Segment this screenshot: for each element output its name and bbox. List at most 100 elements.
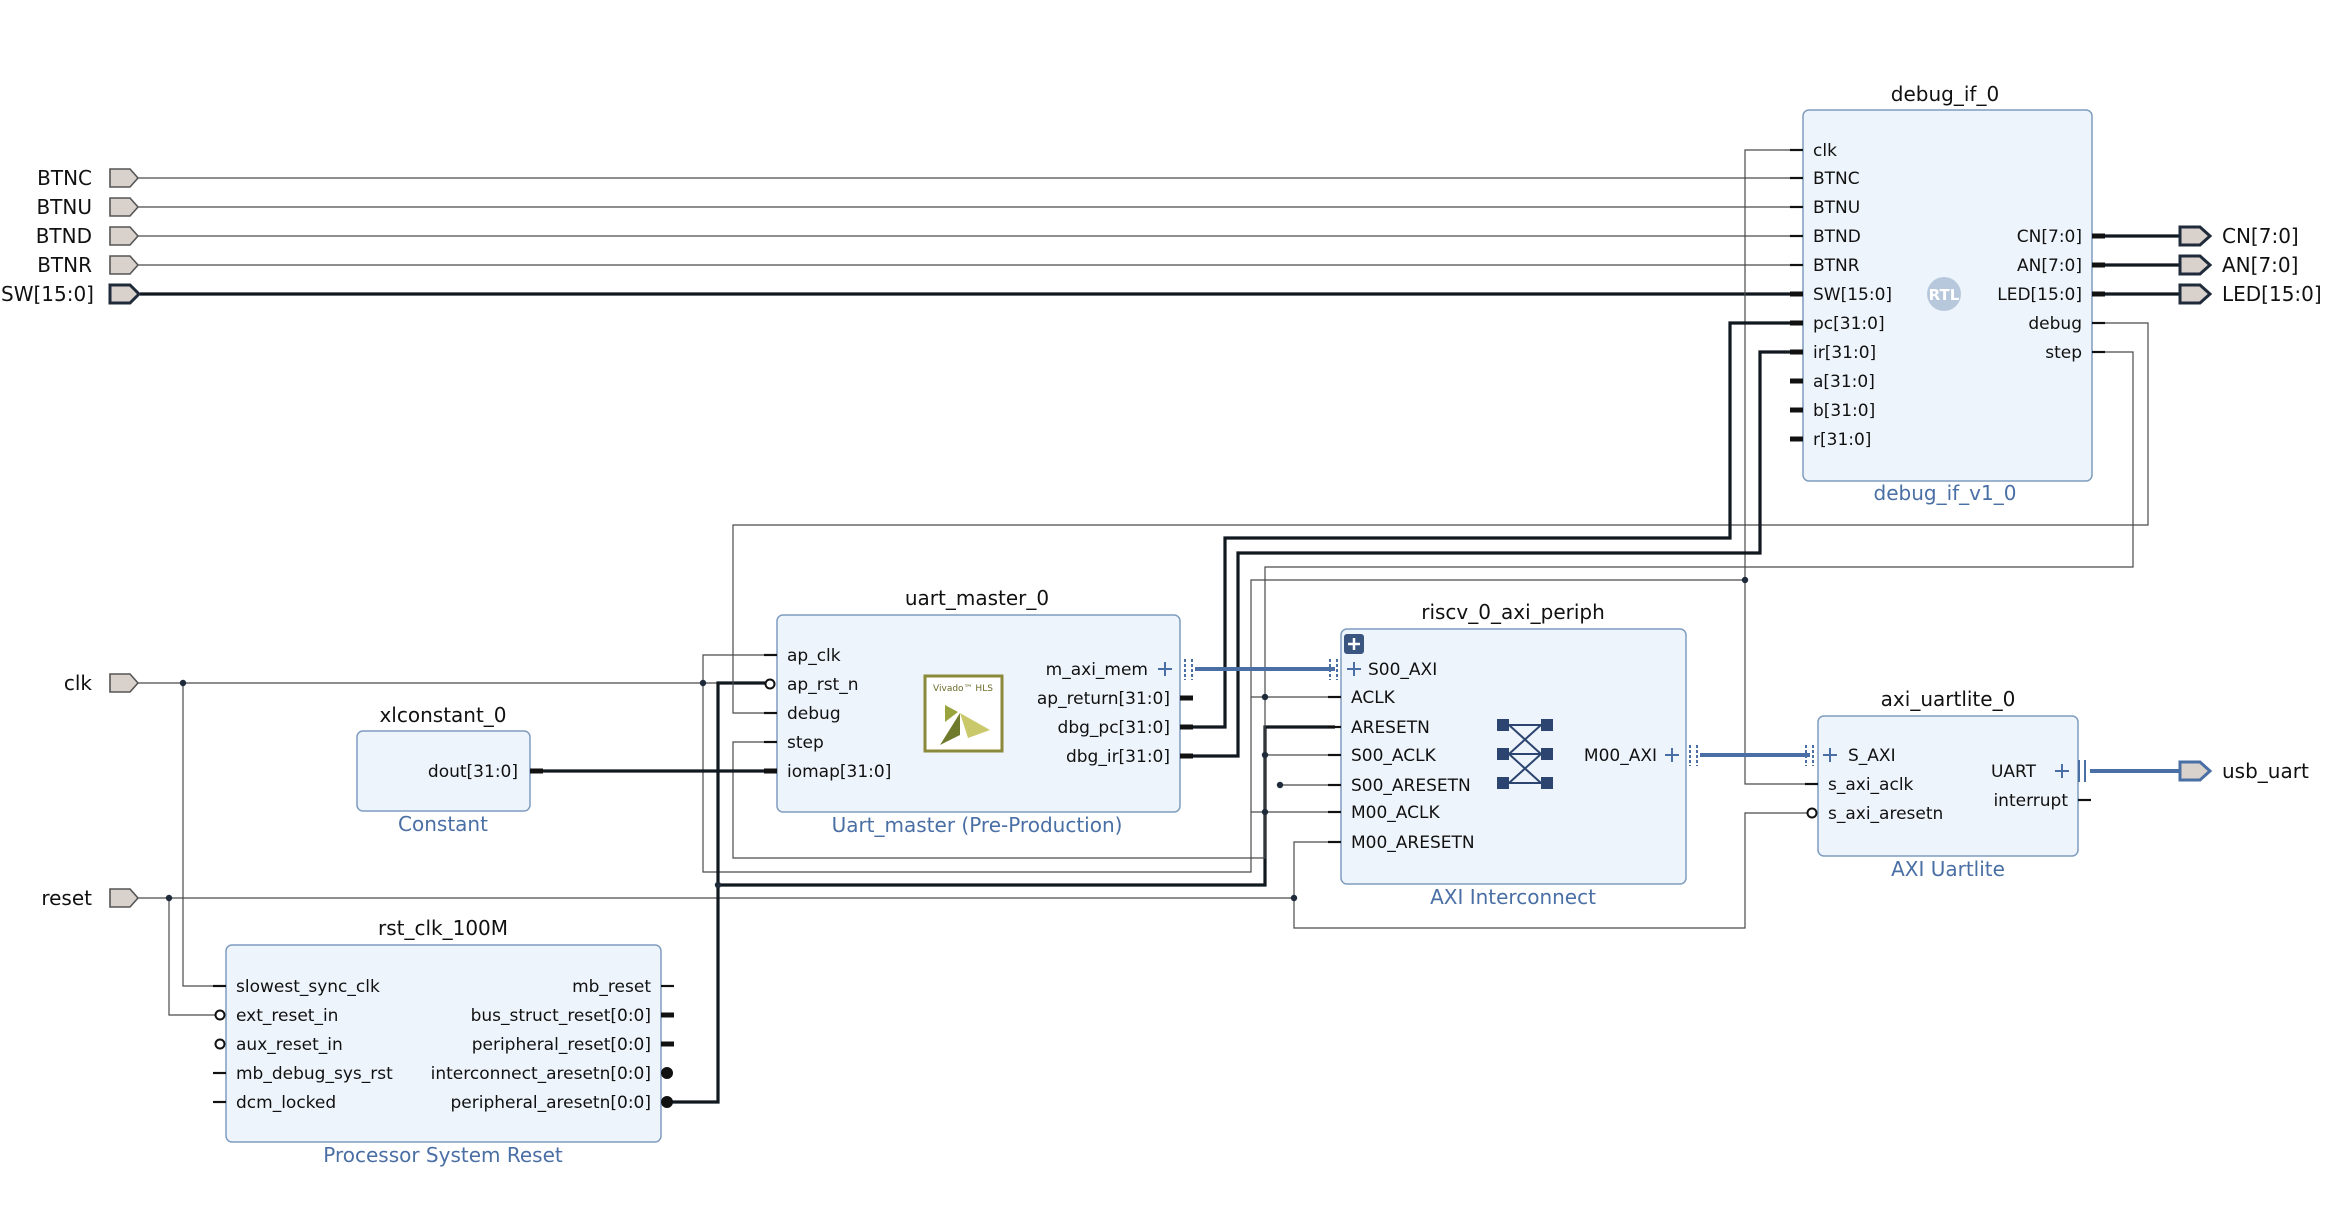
port-usb-uart[interactable]: usb_uart bbox=[2178, 759, 2309, 783]
port-btnc[interactable]: BTNC bbox=[37, 166, 140, 190]
axi-periph-pin-s00-aresetn[interactable]: S00_ARESETN bbox=[1351, 776, 1471, 796]
xlconstant-pin-dout[interactable]: dout[31:0] bbox=[428, 762, 518, 782]
rtl-badge-icon: RTL bbox=[1927, 277, 1961, 311]
uart-master-pin-step[interactable]: step bbox=[787, 733, 824, 753]
axi-uartlite-pin-s-axi-aclk[interactable]: s_axi_aclk bbox=[1828, 775, 1914, 795]
xlconstant-type: Constant bbox=[398, 812, 488, 836]
port-reset-label: reset bbox=[41, 886, 92, 910]
port-btnr[interactable]: BTNR bbox=[37, 253, 140, 277]
uart-master-pin-dbg-ir[interactable]: dbg_ir[31:0] bbox=[1066, 747, 1170, 767]
debug-if-pin-an[interactable]: AN[7:0] bbox=[2017, 256, 2082, 276]
axi-uartlite-pin-interrupt[interactable]: interrupt bbox=[1993, 791, 2068, 811]
wires bbox=[138, 149, 2180, 1104]
debug-if-pin-led[interactable]: LED[15:0] bbox=[1997, 285, 2082, 305]
debug-if-pin-btnu[interactable]: BTNU bbox=[1813, 198, 1860, 218]
port-btnd[interactable]: BTND bbox=[36, 224, 140, 248]
debug-if-pin-btnr[interactable]: BTNR bbox=[1813, 256, 1860, 276]
rst-clk-pin-mb-debug-sys-rst[interactable]: mb_debug_sys_rst bbox=[236, 1064, 393, 1084]
axi-periph-pin-s00-aclk[interactable]: S00_ACLK bbox=[1351, 746, 1437, 766]
port-led[interactable]: LED[15:0] bbox=[2178, 282, 2322, 306]
debug-if-pin-btnc[interactable]: BTNC bbox=[1813, 169, 1860, 189]
port-cn[interactable]: CN[7:0] bbox=[2178, 224, 2299, 248]
axi-periph-body[interactable] bbox=[1340, 628, 1687, 885]
debug-if-pin-a[interactable]: a[31:0] bbox=[1813, 372, 1875, 392]
axi-uartlite-type: AXI Uartlite bbox=[1891, 857, 2005, 881]
axi-periph-pin-s00-axi[interactable]: S00_AXI bbox=[1368, 660, 1437, 680]
debug-if-pin-debug[interactable]: debug bbox=[2028, 314, 2082, 334]
bus-dbg-ir[interactable] bbox=[1185, 350, 1790, 758]
external-output-ports: CN[7:0] AN[7:0] LED[15:0] usb_uart bbox=[2178, 224, 2322, 783]
port-btnu[interactable]: BTNU bbox=[36, 195, 140, 219]
uart-master-pin-debug[interactable]: debug bbox=[787, 704, 841, 724]
axi-periph-pin-m00-aresetn[interactable]: M00_ARESETN bbox=[1351, 833, 1475, 853]
rst-clk-pin-interconnect-aresetn[interactable]: interconnect_aresetn[0:0] bbox=[431, 1064, 651, 1084]
port-led-label: LED[15:0] bbox=[2222, 282, 2322, 306]
block-axi-uartlite[interactable]: axi_uartlite_0 AXI Uartlite S_AXI s_axi_… bbox=[1805, 687, 2091, 881]
port-reset[interactable]: reset bbox=[41, 886, 140, 910]
rst-clk-pin-peripheral-aresetn[interactable]: peripheral_aresetn[0:0] bbox=[451, 1093, 652, 1113]
block-uart-master[interactable]: uart_master_0 Uart_master (Pre-Productio… bbox=[764, 586, 1193, 837]
s-axi-expand-icon[interactable] bbox=[1805, 745, 1837, 766]
axi-uartlite-pin-s-axi[interactable]: S_AXI bbox=[1848, 746, 1896, 766]
wire-debug[interactable] bbox=[732, 322, 2149, 714]
m00-axi-expand-icon[interactable] bbox=[1665, 745, 1698, 766]
debug-if-pin-clk[interactable]: clk bbox=[1813, 141, 1837, 161]
wire-uart-aresetn[interactable] bbox=[1293, 812, 1810, 929]
wire-clk-to-rst[interactable] bbox=[182, 683, 218, 987]
port-btnc-label: BTNC bbox=[37, 166, 92, 190]
debug-if-pin-btnd[interactable]: BTND bbox=[1813, 227, 1861, 247]
wire-reset-to-ext[interactable] bbox=[168, 898, 218, 1016]
debug-if-pin-step[interactable]: step bbox=[2045, 343, 2082, 363]
collapse-plus-icon[interactable] bbox=[1344, 634, 1364, 654]
debug-if-pin-sw[interactable]: SW[15:0] bbox=[1813, 285, 1892, 305]
debug-if-pin-r[interactable]: r[31:0] bbox=[1813, 430, 1871, 450]
m-axi-mem-expand-icon[interactable] bbox=[1158, 659, 1193, 680]
port-an[interactable]: AN[7:0] bbox=[2178, 253, 2298, 277]
block-axi-interconnect[interactable]: riscv_0_axi_periph AXI Interconnect S00_… bbox=[1328, 600, 1698, 909]
uart-master-pin-ap-return[interactable]: ap_return[31:0] bbox=[1037, 689, 1170, 709]
xlconstant-name: xlconstant_0 bbox=[379, 703, 506, 727]
debug-if-pin-ir[interactable]: ir[31:0] bbox=[1813, 343, 1876, 363]
s00-axi-expand-icon[interactable] bbox=[1329, 659, 1361, 680]
axi-uartlite-pin-uart[interactable]: UART bbox=[1991, 762, 2037, 782]
port-sw-label: SW[15:0] bbox=[1, 282, 94, 306]
wire-clk-uart-aclk[interactable] bbox=[1744, 580, 1810, 785]
debug-if-pin-b[interactable]: b[31:0] bbox=[1813, 401, 1875, 421]
debug-if-pin-cn[interactable]: CN[7:0] bbox=[2017, 227, 2082, 247]
rst-clk-pin-bus-struct-reset[interactable]: bus_struct_reset[0:0] bbox=[471, 1006, 651, 1026]
wire-clk-to-apclk[interactable] bbox=[702, 654, 770, 683]
block-xlconstant[interactable]: xlconstant_0 Constant dout[31:0] bbox=[356, 703, 543, 836]
axi-uartlite-body[interactable] bbox=[1817, 715, 2079, 857]
uart-master-pin-iomap[interactable]: iomap[31:0] bbox=[787, 762, 891, 782]
axi-periph-pin-m00-aclk[interactable]: M00_ACLK bbox=[1351, 803, 1440, 823]
uart-master-pin-m-axi-mem[interactable]: m_axi_mem bbox=[1046, 660, 1148, 680]
wire-clk-to-debugif[interactable] bbox=[702, 149, 1790, 873]
port-btnd-label: BTND bbox=[36, 224, 92, 248]
rst-clk-pin-peripheral-reset[interactable]: peripheral_reset[0:0] bbox=[472, 1035, 651, 1055]
block-rst-clk[interactable]: rst_clk_100M Processor System Reset slow… bbox=[213, 916, 674, 1167]
uart-master-pin-dbg-pc[interactable]: dbg_pc[31:0] bbox=[1058, 718, 1170, 738]
bus-dbg-pc[interactable] bbox=[1185, 321, 1790, 729]
rst-clk-pin-ext-reset-in[interactable]: ext_reset_in bbox=[236, 1006, 338, 1026]
port-clk[interactable]: clk bbox=[64, 671, 140, 695]
axi-periph-pin-aclk[interactable]: ACLK bbox=[1351, 688, 1396, 708]
uart-expand-icon[interactable] bbox=[2055, 760, 2086, 782]
wire-m00-aresetn[interactable] bbox=[1293, 841, 1335, 898]
wire-step[interactable] bbox=[732, 351, 2134, 859]
port-btnr-label: BTNR bbox=[37, 253, 92, 277]
axi-uartlite-pin-s-axi-aresetn[interactable]: s_axi_aresetn bbox=[1828, 804, 1943, 824]
bus-aresetn-to-uartmaster[interactable] bbox=[665, 681, 770, 1104]
axi-periph-pin-m00-axi[interactable]: M00_AXI bbox=[1584, 746, 1657, 766]
rst-clk-pin-aux-reset-in[interactable]: aux_reset_in bbox=[236, 1035, 343, 1055]
debug-if-pin-pc[interactable]: pc[31:0] bbox=[1813, 314, 1885, 334]
vivado-hls-logo-icon: Vivado™ HLS bbox=[923, 674, 1004, 753]
block-debug-if[interactable]: debug_if_0 debug_if_v1_0 RTL clk BTNC BT… bbox=[1790, 82, 2105, 505]
port-sw[interactable]: SW[15:0] bbox=[1, 282, 142, 306]
rst-clk-pin-dcm-locked[interactable]: dcm_locked bbox=[236, 1093, 336, 1113]
uart-master-pin-ap-rst-n[interactable]: ap_rst_n bbox=[787, 675, 859, 695]
rst-clk-pin-mb-reset[interactable]: mb_reset bbox=[572, 977, 651, 997]
uart-master-pin-ap-clk[interactable]: ap_clk bbox=[787, 646, 841, 666]
axi-periph-pin-aresetn[interactable]: ARESETN bbox=[1351, 718, 1430, 738]
rst-clk-pin-slowest-sync-clk[interactable]: slowest_sync_clk bbox=[236, 977, 380, 997]
